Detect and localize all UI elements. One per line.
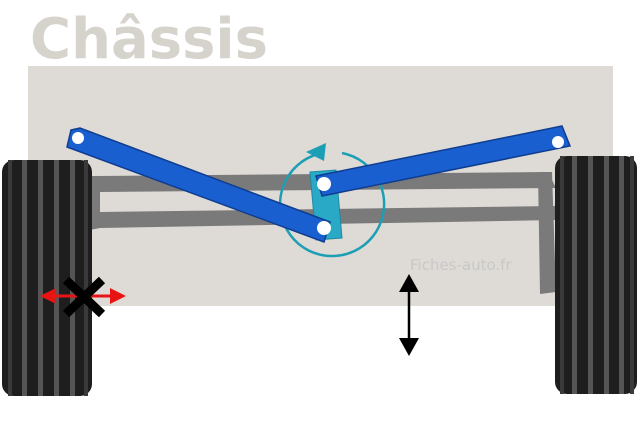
left-wheel <box>2 160 92 396</box>
watermark: Fiches-auto.fr <box>410 256 512 274</box>
right-arm-chassis-joint <box>552 136 564 148</box>
left-arm-chassis-joint <box>72 132 84 144</box>
blocked-lateral-movement-icon <box>40 276 126 318</box>
pivot-bottom-joint <box>317 221 331 235</box>
right-wheel <box>555 156 637 394</box>
diagram-title: Châssis <box>30 7 268 72</box>
vertical-double-arrow-icon <box>399 274 419 356</box>
pivot-top-joint <box>317 177 331 191</box>
